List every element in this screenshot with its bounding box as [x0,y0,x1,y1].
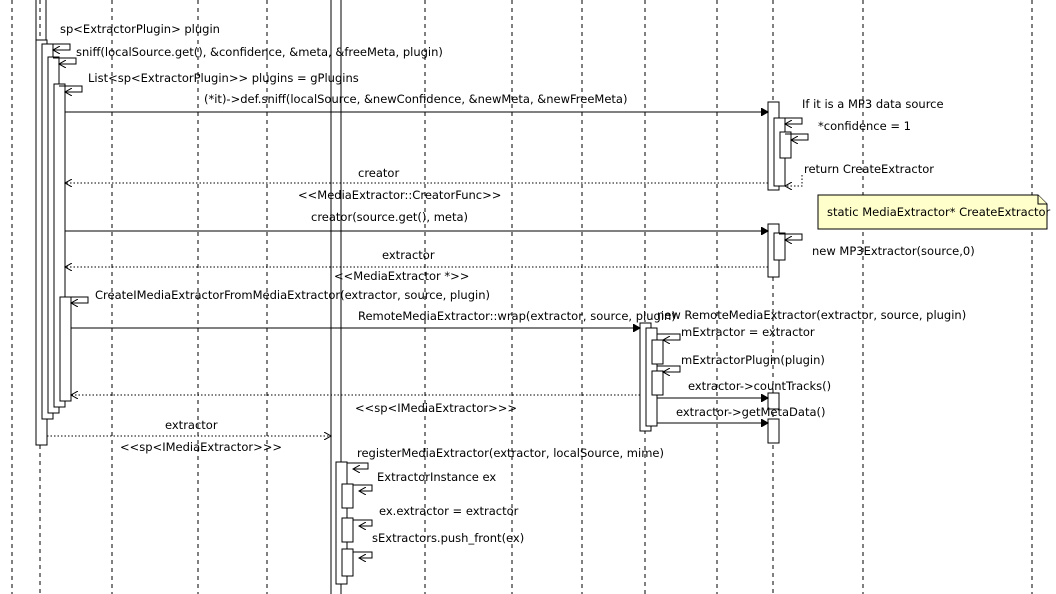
label-wrap-call: RemoteMediaExtractor::wrap(extractor, so… [358,309,676,323]
activation-m-plugin [651,370,664,396]
note-fold [1037,195,1047,205]
label-extractor-ret2: extractor [165,418,218,432]
label-sp-imedia-ret2: <<sp<IMediaExtractor>>> [120,440,282,454]
labels: sp<ExtractorPlugin> plugin sniff(localSo… [60,22,975,545]
right-activations [767,101,792,444]
activation-m-extractor-inner [651,339,664,365]
label-new-mp3: new MP3Extractor(source,0) [812,244,975,258]
self-return-create [785,175,803,186]
self-call-plugin [47,43,71,50]
label-confidence: *confidence = 1 [818,119,911,133]
self-call-m-extractor [657,333,681,340]
self-call-m-plugin [657,365,681,372]
self-call-ex-extractor [353,519,373,526]
left-activations [35,39,72,446]
self-call-plugins [59,85,83,92]
self-call-push-front [353,551,373,558]
label-creator-call: creator(source.get(), meta) [311,210,468,224]
self-call-create-imedia [65,296,89,303]
label-sniff-call: sniff(localSource.get(), &confidence, &m… [76,45,443,59]
bottom-self-calls [347,462,373,558]
label-get-meta: extractor->getMetaData() [676,405,825,419]
label-instance-ex: ExtractorInstance ex [377,470,496,484]
label-sp-imedia-ret1: <<sp<IMediaExtractor>>> [355,401,517,415]
note-body [817,194,1048,230]
self-call-new-mp3 [779,233,803,240]
label-new-remote: new RemoteMediaExtractor(extractor, sour… [657,308,966,322]
label-push-front: sExtractors.push_front(ex) [372,531,524,545]
right-self-calls [779,117,809,240]
label-extractor-ret1: extractor [382,248,435,262]
note-text: static MediaExtractor* CreateExtractor [827,205,1051,219]
self-call-confidence [785,133,809,140]
middle-activations [639,322,664,432]
activation-confidence [779,131,792,159]
activation-push-front [341,548,354,577]
self-call-register [347,462,369,469]
label-create-imedia: CreateIMediaExtractorFromMediaExtractor(… [95,288,490,302]
label-count-tracks: extractor->countTracks() [688,379,831,393]
activation-instance [341,483,354,509]
activation-loop [53,83,66,408]
label-plugins-list: List<sp<ExtractorPlugin>> plugins = gPlu… [88,71,359,85]
label-m-extractor: mExtractor = extractor [681,325,815,339]
middle-self-calls [657,333,681,372]
label-def-sniff: (*it)->def.sniff(localSource, &newConfid… [204,92,627,106]
activation-new-mp3 [773,232,786,261]
label-m-plugin: mExtractorPlugin(plugin) [681,353,825,367]
activation-ex-extractor [341,517,354,543]
activation-get-meta [767,418,780,444]
label-creator-ret: creator [358,166,399,180]
left-self-calls [47,43,89,303]
self-call-instance [353,484,373,491]
label-return-create: return CreateExtractor [804,162,934,176]
self-call-if-mp3 [779,117,803,124]
label-creator-func: <<MediaExtractor::CreatorFunc>> [298,188,501,202]
messages [47,112,768,436]
label-plugin-decl: sp<ExtractorPlugin> plugin [60,22,220,36]
label-if-mp3: If it is a MP3 data source [802,97,944,111]
label-register-call: registerMediaExtractor(extractor, localS… [357,446,664,460]
label-ex-extractor: ex.extractor = extractor [379,504,519,518]
note-create-extractor: static MediaExtractor* CreateExtractor [817,194,1051,230]
self-call-sniff [53,57,77,64]
bottom-activations [335,461,354,585]
label-media-extractor-ptr: <<MediaExtractor *>> [334,269,469,283]
activation-create-imedia [59,296,72,402]
